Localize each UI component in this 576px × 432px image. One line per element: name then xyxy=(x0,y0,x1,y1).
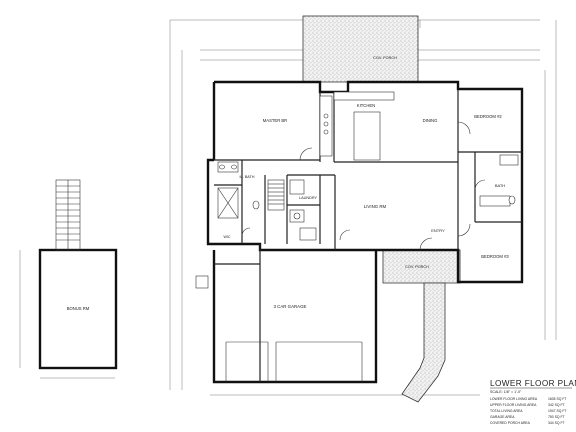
dining-label: DINING xyxy=(423,118,438,123)
door-swings xyxy=(241,121,486,251)
area-label-3: TOTAL LIVING AREA xyxy=(490,409,523,413)
exterior-walls xyxy=(206,80,524,384)
area-value-1: 1605 SQ FT xyxy=(548,397,566,401)
bedroom-3-label: BEDROOM #3 xyxy=(481,254,509,259)
area-value-4: 750 SQ FT xyxy=(548,415,565,419)
room-labels: MASTER BR KITCHEN DINING BEDROOM #2 BATH… xyxy=(67,103,510,311)
area-label-4: GARAGE AREA xyxy=(490,415,515,419)
plan-scale: SCALE: 1/8" = 1'-0" xyxy=(490,390,522,394)
wic-label: WIC xyxy=(224,235,231,239)
area-label-5: COVERED PORCH AREA xyxy=(490,421,531,425)
covered-porch-rear-label: COV. PORCH xyxy=(373,56,397,60)
bonus-room-label: BONUS RM xyxy=(67,306,90,311)
area-value-3: 1947 SQ FT xyxy=(548,409,566,413)
dimension-lines xyxy=(19,19,557,396)
kitchen-counters xyxy=(319,91,395,157)
covered-porch-rear xyxy=(302,15,419,83)
kitchen-label: KITCHEN xyxy=(357,103,375,108)
bath-label: BATH xyxy=(495,183,505,188)
garage-label: 3 CAR GARAGE xyxy=(274,304,307,309)
title-block: LOWER FLOOR PLAN SCALE: 1/8" = 1'-0" LOW… xyxy=(490,379,576,425)
living-label: LIVING RM xyxy=(364,204,387,209)
plan-title: LOWER FLOOR PLAN xyxy=(490,379,576,388)
entry-label: ENTRY xyxy=(431,228,445,233)
area-label-1: LOWER FLOOR LIVING AREA xyxy=(490,397,538,401)
garage-doors xyxy=(195,275,363,382)
bath-fixtures xyxy=(217,154,519,241)
master-bedroom-label: MASTER BR xyxy=(263,118,287,123)
area-value-5: 344 SQ FT xyxy=(548,421,565,425)
laundry-label: LAUNDRY xyxy=(299,196,318,200)
bonus-room-plan xyxy=(38,179,118,370)
area-label-2: UPPER FLOOR LIVING AREA xyxy=(490,403,537,407)
master-bath-label: M. BATH xyxy=(239,175,254,179)
kitchen-island xyxy=(353,111,381,161)
stairs xyxy=(267,179,285,211)
bedroom-2-label: BEDROOM #2 xyxy=(474,114,502,119)
front-walkway xyxy=(382,249,461,403)
front-porch-label: COV. PORCH xyxy=(405,265,429,269)
area-value-2: 342 SQ FT xyxy=(548,403,565,407)
